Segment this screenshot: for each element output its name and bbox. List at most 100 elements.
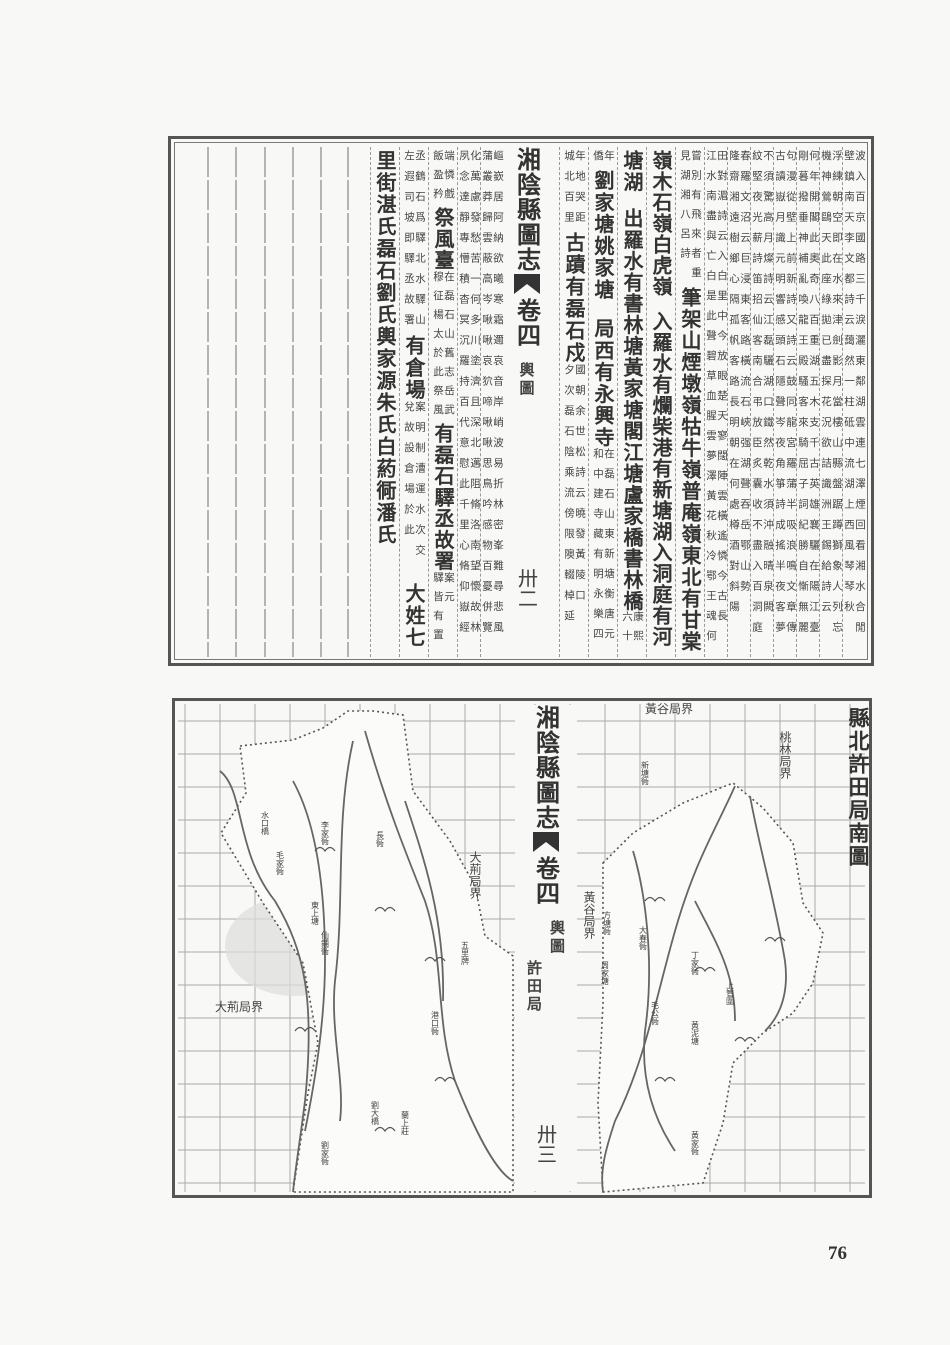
annotation-text: 年地哭距 (574, 150, 586, 232)
text-column: 波入百京國路三千淚灑東鄰湖雲連七澤煙回看湘水合閒壁鎮南天李文都詩云藹然一柱砥中流… (842, 147, 866, 657)
annotation-pair: 嘗別有飛來者重見湖湘八呂詩 (679, 150, 702, 287)
volume-label: 卷四 (512, 298, 542, 348)
river (694, 900, 736, 1022)
river (219, 770, 310, 1193)
mountain-icon (734, 1036, 756, 1043)
text-column: 田對湄詩云入白里中今放眼楚天寥闊陣雲橫遙憐今古長江水南盡與亡白是此聲碧草血腥雲夢… (704, 147, 728, 657)
text-column: 端憐戲飯盈矜祭風臺在磊石山舊志岳武穆征楊太於此祭風有磊石驛丞故署案元驛皆有置 (428, 147, 457, 657)
annotation-text: 六十 (621, 611, 633, 650)
boundary-label: 大荊局界 (215, 1000, 263, 1014)
annotation-pair: 田對湄詩云入白里中今放眼楚天寥闊陣雲橫遙憐今古長江水南盡與亡白是此聲碧草血腥雲夢… (705, 150, 728, 650)
text-column: 浮練朝空即在水來津劍影月當樓山縣盤踞蹲獅象人列忘機神鶯鷗天此座綠拋已盡探花況欲詰… (819, 147, 843, 657)
annotation-text: 江水南盡與亡白是此聲碧草血腥雲夢澤黃花秋冷鄂王魂何 (705, 150, 717, 650)
gazetteer-text-page: 波入百京國路三千淚灑東鄰湖雲連七澤煙回看湘水合閒壁鎮南天李文都詩云藹然一柱砥中流… (168, 136, 874, 666)
annotation-text: 句漫從壁上前新詩又詩云鼓同龍宮羅蒲半吸浪鳴文章傳 (785, 150, 797, 642)
page-number: 76 (828, 1243, 847, 1264)
annotation-text: 紋堅夜光薪詩笛招仙客南合弔放臣炙囊收不盡入百洞庭 (751, 150, 763, 642)
map-section-label: 輿圖 (548, 920, 566, 956)
annotation-pair: 案明制漕運水次交兌故設倉場於此 (403, 400, 426, 565)
annotation-text: 見湖湘八呂詩 (679, 150, 691, 267)
annotation-pair: 不須驚高月燦詩云江磊驪湖口鐵然乾水須沖融晴泉闕紋堅夜光薪詩笛招仙客南合弔放臣炙囊… (751, 150, 774, 642)
folio-number: 卅二 (514, 568, 539, 608)
annotation-text: 蒲叢莽歸雲蔽高岑啾啾哀狖啼啾啾思鳥吟感物百憂併覽 (481, 150, 493, 642)
text-column: 里街湛氏磊石劉氏輿家源朱氏白葯衕潘氏 (370, 147, 399, 657)
mountain-icon (654, 1076, 676, 1083)
mountain-icon (434, 1076, 456, 1083)
mountain-icon (424, 956, 446, 963)
river (333, 740, 354, 1122)
boundary-right (597, 782, 824, 1193)
text-column: 丞鶴石爲驛北水驛山左遐司坡即驛丞故署有倉場案明制漕運水次交兌故設倉場於此大姓七 (399, 147, 428, 657)
place-label: 黃家衕 (691, 1130, 700, 1156)
annotation-text: 飯盈矜 (432, 150, 444, 207)
map-subsection-label: 許田局 (525, 960, 543, 1014)
mountain-icon (294, 1026, 316, 1033)
annotation-text: 古讀嶽月識元明響感頭石隱聲岑夜角箏詩成搖半夜客夢 (774, 150, 786, 642)
text-column: 嘗別有飛來者重見湖湘八呂詩筆架山煙墩嶺牯牛嶺普庵嶺東北有甘棠 (675, 147, 704, 657)
annotation-pair: 嶇嶔居阿納欲曦寒霜邇哀音岸峭波易折林密峯難尋悲風蒲叢莽歸雲蔽高岑啾啾哀狖啼啾啾思… (481, 150, 504, 642)
main-text: 古蹟有磊石戍 (562, 232, 586, 364)
boundary-label: 桃林局界 (778, 730, 792, 780)
main-text: 有磊石驛丞故署 (431, 422, 455, 572)
map-page: 大荊局界大荊局界黃谷局界黃谷局界桃林局界水口橋毛家衕李家衕仙鋪衕長衕東上塘劉大橋… (172, 698, 872, 1198)
place-label: 長衕 (376, 831, 385, 848)
annotation-text: 嶇嶔居阿納欲曦寒霜邇哀音岸峭波易折林密峯難尋悲風 (492, 150, 504, 642)
boundary-label: 大荊局界 (468, 851, 482, 900)
empty-column-rules (207, 147, 349, 657)
river (364, 730, 514, 1182)
text-column: 年僑劉家塘姚家塘局西有永興寺在磊石山東新塘衡唐元和中建寺藏有明永樂四 (588, 147, 617, 657)
annotation-text: 端憐戲 (443, 150, 455, 207)
map-volume-label: 卷四 (531, 856, 561, 906)
main-text: 里街湛氏磊石劉氏輿家源朱氏白葯衕潘氏 (373, 150, 397, 546)
main-text: 入羅水有爛柴港有新塘湖入洞庭有河 (649, 311, 673, 647)
place-label: 方塘衕 (603, 910, 612, 936)
mountain-icon (694, 966, 716, 973)
river (749, 795, 787, 1032)
river (601, 785, 736, 1193)
map-book-title: 湘陰縣圖志 (531, 705, 561, 830)
annotation-text: 隆齋湘遠樹鄉心隔孤帆客路長明朝在何處樽酒對斜陽 (728, 150, 740, 622)
place-label: 黃泥塘 (691, 1020, 700, 1046)
boundary-left (220, 710, 514, 1193)
annotation-text: 嘗別有飛來者重 (690, 150, 702, 287)
river (404, 800, 445, 1002)
text-column: 塘湖出羅水有書林塘黃家塘閣江塘盧家橋書林橋康熙六十 (617, 147, 646, 657)
mountain-icon (644, 896, 666, 903)
annotation-text: 壁鎮南天李文都詩云藹然一柱砥中流湖上西風琴琴秋 (843, 150, 855, 622)
map-center-column: 湘陰縣圖志 卷四 許田局 輿圖 卅三 (515, 705, 577, 1191)
text-column: 化萬慮發愁苦一何多川塗濟且深北邁阻脩洛南望懷故林夙念達靜專懵積杳冥沉羅持百代意慰… (457, 147, 481, 657)
annotation-text: 春羅文沼云巨浸東客路橫流石峽强湖聲吞岳鄂山勢 (739, 150, 751, 601)
annotation-text: 機神鶯鷗天此座綠拋已盡探花況欲詰識洲王錫給詩云 (820, 150, 832, 622)
annotation-text: 左遐司坡即驛丞故署 (403, 150, 415, 335)
place-label: 劉大橋 (371, 1101, 380, 1126)
main-text: 筆架山煙墩嶺牯牛嶺普庵嶺東北有甘棠 (678, 286, 702, 653)
annotation-text: 浮練朝空即在水來津劍影月當樓山縣盤踞蹲獅象人列忘 (831, 150, 843, 642)
annotation-pair: 春羅文沼云巨浸東客路橫流石峽强湖聲吞岳鄂山勢隆齋湘遠樹鄉心隔孤帆客路長明朝在何處… (728, 150, 751, 622)
annotation-text: 僑 (592, 150, 604, 170)
annotation-pair: 在磊石山舊志岳武穆征楊太於此祭風 (432, 270, 455, 423)
mountain-icon (374, 1126, 396, 1133)
main-text: 局西有永興寺 (591, 317, 615, 449)
text-column: 嶇嶔居阿納欲曦寒霜邇哀音岸峭波易折林密峯難尋悲風蒲叢莽歸雲蔽高岑啾啾哀狖啼啾啾思… (480, 147, 504, 657)
annotation-pair: 在磊石山東新塘衡唐元和中建寺藏有明永樂四 (592, 448, 615, 648)
section-label: 輿圖 (517, 362, 536, 398)
main-text: 大姓七 (402, 582, 426, 649)
place-label: 東上塘 (311, 900, 320, 926)
annotation-pair: 端憐戲飯盈矜 (432, 150, 455, 207)
annotation-text: 在磊石山舊志岳武 (443, 270, 455, 423)
annotation-text: 兌故設倉場於此 (403, 400, 415, 545)
annotation-pair: 句漫從壁上前新詩又詩云鼓同龍宮羅蒲半吸浪鳴文章傳古讀嶽月識元明響感頭石隱聲岑夜角… (774, 150, 797, 642)
place-label: 毛公衕 (651, 1000, 660, 1026)
center-column: 湘陰縣圖志 卷四 輿圖 卅二 (509, 147, 545, 608)
text-column: 何年開閣此奧奇八百重湖五木支千古英雄襄驪在陽江臺剛暮撥垂神補亂喚龍王殿騷客來騎屈… (796, 147, 820, 657)
annotation-text: 案明制漕運水次交 (414, 400, 426, 565)
annotation-text: 何年開閣此奧奇八百重湖五木支千古英雄襄驪在陽江臺 (808, 150, 820, 642)
text-column: 年地哭距城北百里古蹟有磊石戍國朝余世松詩云曉發黃陵口夕次磊石陰乘流傍限隩輟棹延 (559, 147, 588, 657)
annotation-pair: 年地哭距城北百里 (563, 150, 586, 232)
mountain-icon (764, 936, 786, 943)
annotation-text: 在磊石山東新塘衡唐元 (603, 448, 615, 648)
text-column: 不須驚高月燦詩云江磊驪湖口鐵然乾水須沖融晴泉闕紋堅夜光薪詩笛招仙客南合弔放臣炙囊… (750, 147, 774, 657)
river (632, 850, 676, 1152)
place-label: 仙鋪衕 (321, 930, 330, 956)
annotation-text: 穆征楊太於此祭風 (432, 270, 444, 423)
